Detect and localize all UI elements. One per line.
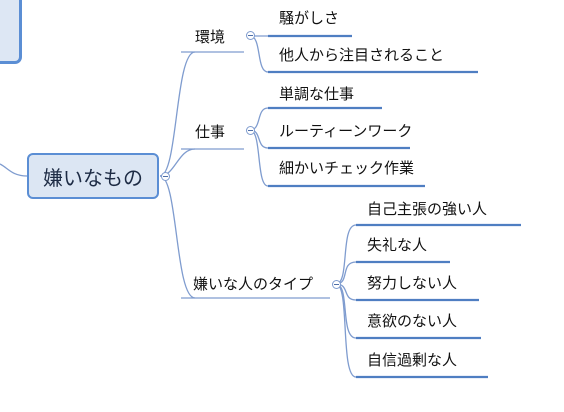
leaf-node[interactable]: 他人から注目されること	[279, 46, 445, 64]
leaf-node[interactable]: 細かいチェック作業	[279, 159, 415, 177]
leaf-node[interactable]: 自信過剰な人	[367, 351, 458, 369]
branch-node-people-types[interactable]: 嫌いな人のタイプ	[193, 275, 314, 293]
leaf-node[interactable]: 騒がしさ	[279, 9, 340, 27]
root-node[interactable]: 嫌いなもの	[27, 153, 159, 199]
leaf-node[interactable]: ルーティーンワーク	[279, 122, 413, 140]
leaf-node[interactable]: 自己主張の強い人	[367, 200, 488, 218]
leaf-node[interactable]: 失礼な人	[367, 236, 428, 254]
collapse-toggle-icon[interactable]	[246, 126, 255, 135]
collapse-toggle-icon[interactable]	[161, 172, 170, 181]
leaf-node[interactable]: 努力しない人	[367, 274, 458, 292]
offscreen-node[interactable]	[0, 0, 22, 64]
branch-node-environment[interactable]: 環境	[195, 28, 226, 46]
leaf-node[interactable]: 単調な仕事	[279, 85, 355, 103]
root-node-label: 嫌いなもの	[43, 165, 143, 190]
collapse-toggle-icon[interactable]	[332, 280, 341, 289]
collapse-toggle-icon[interactable]	[246, 31, 255, 40]
branch-node-work[interactable]: 仕事	[195, 123, 226, 141]
leaf-node[interactable]: 意欲のない人	[367, 312, 458, 330]
